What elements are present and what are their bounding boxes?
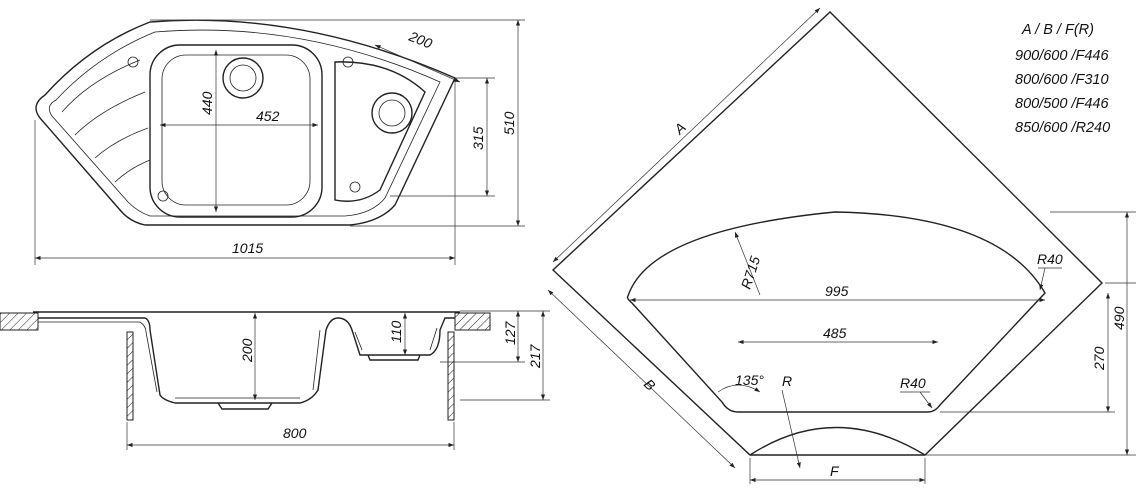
dim-r40-top: R40 (1037, 251, 1063, 267)
dim-217: 217 (527, 343, 543, 369)
size-table-row: 800/600 /F310 (1015, 72, 1109, 88)
dim-485: 485 (823, 325, 847, 341)
main-bowl (149, 44, 323, 218)
dim-r40-bottom: R40 (900, 375, 926, 391)
sink-side-view: 800 200 110 127 217 (0, 310, 550, 450)
dim-small-bowl-depth: 110 (388, 320, 404, 343)
dim-width: 1015 (232, 240, 263, 256)
size-table-row: 850/600 /R240 (1015, 120, 1110, 136)
dim-270: 270 (1091, 346, 1107, 371)
dim-angle: 135° (735, 372, 764, 388)
dim-small-bowl: 200 (406, 28, 435, 52)
size-table: A / B / F(R) 900/600 /F446 800/600 /F310… (1015, 22, 1110, 136)
dim-127: 127 (502, 320, 518, 345)
dim-490: 490 (1111, 306, 1127, 330)
dim-bowl-length: 440 (199, 91, 215, 115)
cutout-outline (626, 211, 1046, 413)
dim-r715: R715 (738, 254, 764, 291)
size-table-row: 900/600 /F446 (1015, 48, 1109, 64)
main-drain-icon (222, 57, 264, 99)
size-table-row: 800/500 /F446 (1015, 96, 1109, 112)
small-bowl (334, 61, 426, 202)
dim-995: 995 (825, 283, 849, 299)
label-r: R (782, 373, 792, 389)
size-table-header: A / B / F(R) (1021, 22, 1094, 38)
small-drain-icon (371, 92, 413, 134)
dim-bowl-width: 452 (256, 108, 280, 124)
dim-cabinet: 800 (283, 425, 307, 441)
label-f: F (830, 463, 840, 479)
dim-right-edge: 315 (470, 126, 486, 150)
cutout-plan-view: A B F 995 485 R715 R40 R40 135° R 490 27… (547, 7, 1136, 484)
dim-depth: 510 (501, 111, 517, 135)
sink-top-view: 1015 510 315 452 440 200 (34, 19, 525, 265)
label-b: B (641, 376, 659, 394)
dim-bowl-depth: 200 (239, 338, 255, 363)
